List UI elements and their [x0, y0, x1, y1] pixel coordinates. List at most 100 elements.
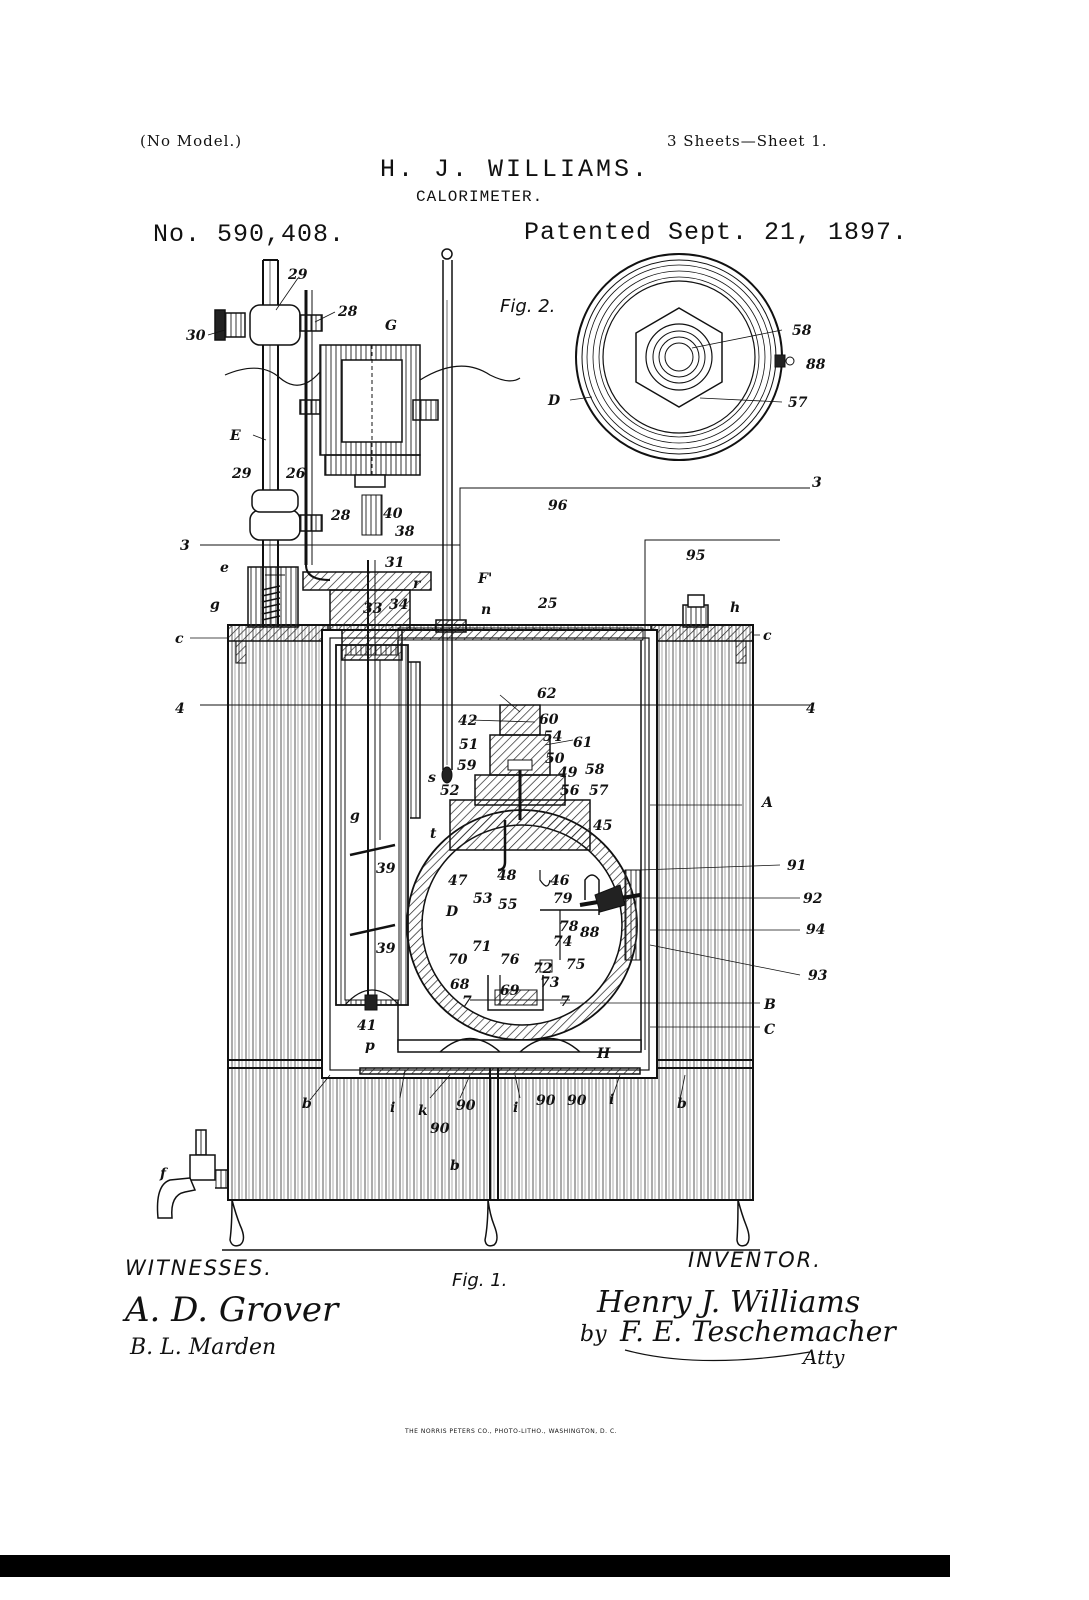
svg-text:28: 28: [330, 508, 351, 524]
svg-text:D: D: [445, 904, 459, 920]
svg-text:h: h: [730, 600, 740, 616]
witnesses-heading: WITNESSES.: [125, 1256, 273, 1280]
printer-credit: THE NORRIS PETERS CO., PHOTO-LITHO., WAS…: [405, 1428, 618, 1435]
sheet-count-label: 3 Sheets—Sheet 1.: [667, 132, 828, 150]
motor-G: [319, 344, 439, 488]
atty-label: Atty: [803, 1345, 845, 1369]
svg-text:90: 90: [536, 1093, 556, 1109]
svg-text:29: 29: [231, 466, 252, 482]
svg-text:C: C: [764, 1022, 775, 1038]
thermometer: [441, 248, 453, 784]
clamps: [214, 304, 323, 541]
ref-57-fig2: 57: [788, 395, 808, 411]
svg-text:70: 70: [448, 952, 468, 968]
svg-text:90: 90: [456, 1098, 476, 1114]
svg-text:91: 91: [787, 858, 806, 874]
inventor-heading: INVENTOR.: [688, 1248, 822, 1272]
feet: [229, 1199, 750, 1247]
svg-text:c: c: [175, 631, 184, 647]
witness-1-signature: A. D. Grover: [125, 1290, 339, 1330]
svg-text:7: 7: [560, 994, 570, 1010]
scan-edge-bar: [0, 1555, 950, 1577]
ref-D-fig2: D: [547, 393, 561, 409]
svg-text:53: 53: [473, 891, 493, 907]
svg-text:b: b: [677, 1096, 687, 1112]
inventor-name-heading: H. J. WILLIAMS.: [380, 155, 651, 184]
svg-text:A: A: [760, 795, 773, 811]
svg-text:68: 68: [450, 977, 470, 993]
svg-text:56: 56: [560, 783, 580, 799]
svg-text:69: 69: [500, 983, 520, 999]
svg-text:51: 51: [459, 737, 478, 753]
svg-text:c: c: [763, 628, 772, 644]
svg-text:r: r: [413, 576, 422, 592]
base-plate-H: [359, 1037, 642, 1075]
svg-text:60: 60: [539, 712, 559, 728]
invention-title: CALORIMETER.: [416, 188, 544, 206]
svg-text:28: 28: [337, 304, 358, 320]
svg-text:G: G: [385, 318, 397, 334]
svg-text:H: H: [596, 1046, 611, 1062]
svg-text:3: 3: [812, 475, 822, 491]
svg-text:k: k: [418, 1103, 428, 1119]
svg-text:F': F': [477, 571, 492, 587]
svg-text:42: 42: [458, 713, 478, 729]
signature-flourish: [624, 1349, 811, 1362]
svg-text:4: 4: [175, 701, 185, 717]
side-valve: [579, 869, 641, 961]
svg-text:49: 49: [558, 765, 578, 781]
svg-text:90: 90: [567, 1093, 587, 1109]
attorney-signature: F. E. Teschemacher: [620, 1315, 896, 1348]
svg-text:62: 62: [537, 686, 557, 702]
svg-text:75: 75: [566, 957, 585, 973]
svg-text:39: 39: [376, 861, 396, 877]
ref-58-fig2: 58: [792, 323, 812, 339]
inventor-signature: Henry J. Williams: [597, 1285, 861, 1320]
svg-text:93: 93: [808, 968, 828, 984]
svg-text:78: 78: [559, 919, 579, 935]
svg-text:76: 76: [500, 952, 520, 968]
fig2-disk: [569, 253, 795, 461]
svg-text:50: 50: [545, 751, 565, 767]
svg-text:45: 45: [593, 818, 612, 834]
svg-text:g: g: [350, 808, 360, 824]
svg-text:e: e: [220, 560, 229, 576]
svg-text:54: 54: [543, 729, 562, 745]
reference-numerals: 29 28 30 G E 29 26 28 40 38 3 96 3 e 31 …: [159, 267, 828, 1182]
svg-text:31: 31: [385, 555, 404, 571]
svg-text:39: 39: [376, 941, 396, 957]
svg-text:i: i: [513, 1100, 518, 1116]
svg-text:i: i: [609, 1092, 614, 1108]
svg-text:t: t: [430, 826, 437, 842]
top-casting: [247, 566, 709, 661]
svg-text:25: 25: [537, 596, 557, 612]
svg-text:34: 34: [389, 597, 408, 613]
by-label: by: [580, 1322, 607, 1347]
svg-text:48: 48: [497, 868, 517, 884]
svg-text:i: i: [390, 1100, 395, 1116]
svg-text:92: 92: [803, 891, 823, 907]
patent-number: No. 590,408.: [153, 220, 346, 249]
svg-text:73: 73: [540, 975, 560, 991]
svg-text:29: 29: [287, 267, 308, 283]
svg-text:94: 94: [806, 922, 825, 938]
svg-text:3: 3: [180, 538, 190, 554]
svg-text:41: 41: [357, 1018, 376, 1034]
svg-text:26: 26: [285, 466, 306, 482]
svg-text:52: 52: [440, 783, 460, 799]
svg-text:B: B: [763, 997, 776, 1013]
svg-text:30: 30: [186, 328, 206, 344]
svg-text:59: 59: [457, 758, 477, 774]
svg-text:7: 7: [462, 994, 472, 1010]
svg-text:b: b: [302, 1096, 312, 1112]
svg-text:57: 57: [589, 783, 609, 799]
svg-text:b: b: [450, 1158, 460, 1174]
svg-text:g: g: [210, 597, 220, 613]
svg-text:55: 55: [498, 897, 517, 913]
svg-text:61: 61: [573, 735, 592, 751]
witness-2-signature: B. L. Marden: [130, 1335, 277, 1360]
svg-text:38: 38: [395, 524, 415, 540]
svg-text:74: 74: [553, 934, 572, 950]
bomb-D: [406, 704, 638, 1041]
svg-text:72: 72: [533, 961, 553, 977]
